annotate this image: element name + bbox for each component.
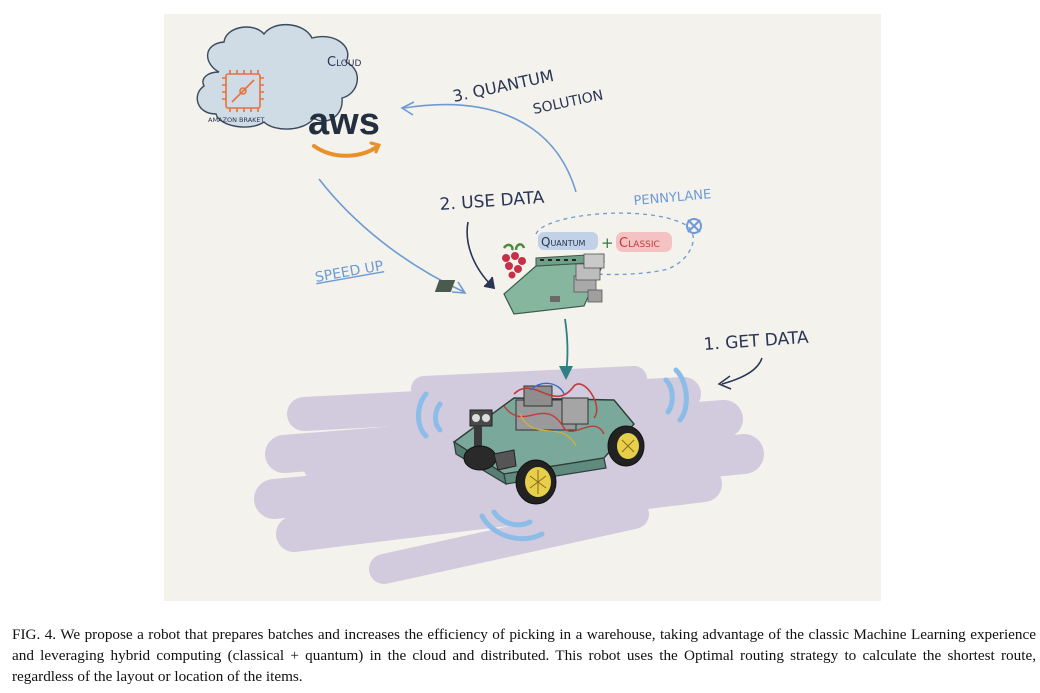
get-data-arrowhead-icon <box>717 375 732 390</box>
quantum-solution-label-2: SOLUTION <box>532 87 605 118</box>
quantum-highlight <box>538 232 598 250</box>
plus-label: + <box>601 234 614 252</box>
raspberry-pi-board <box>434 253 605 315</box>
use-data-arrowhead-icon <box>483 276 496 290</box>
speed-up-arrowhead-icon <box>451 281 467 294</box>
amazon-braket-label: AMAZON BRAKET <box>208 116 265 124</box>
caption-text: We propose a robot that prepares batches… <box>12 626 1036 685</box>
quantum-solution-arrowhead-icon <box>400 101 415 116</box>
robot-car <box>452 382 645 505</box>
figure-caption: FIG. 4. We propose a robot that prepares… <box>12 624 1036 687</box>
signal-waves <box>416 367 689 542</box>
classic-highlight <box>616 232 672 252</box>
aws-smile-arrow-icon <box>369 141 382 154</box>
caption-label: FIG. 4. <box>12 626 57 643</box>
aws-logo-text: aws <box>308 101 380 143</box>
speed-up-label: SPEED UP <box>314 258 385 286</box>
raspberry-pi-icon <box>502 243 526 279</box>
classic-label: Classic <box>619 236 660 251</box>
aws-smile-icon <box>312 144 380 158</box>
pennylane-logo-icon <box>686 218 702 234</box>
figure-illustration: AMAZON BRAKET Cloud aws 3. QUANTUM SOLUT… <box>164 14 881 601</box>
cloud-shape <box>196 23 358 130</box>
pennylane-label: PENNYLANE <box>633 187 712 209</box>
get-data-label: 1. GET DATA <box>703 328 810 355</box>
cloud-label: Cloud <box>327 55 361 70</box>
board-to-robot-arrow <box>564 318 569 375</box>
figure-drawing: AMAZON BRAKET Cloud aws 3. QUANTUM SOLUT… <box>196 23 810 584</box>
board-to-robot-arrowhead-icon <box>559 366 573 380</box>
quantum-label: Quantum <box>541 235 586 249</box>
quantum-solution-arrow <box>403 103 577 193</box>
get-data-arrow <box>721 357 763 385</box>
pennylane-dashed-bubble <box>535 212 694 276</box>
use-data-arrow <box>466 221 493 287</box>
braket-chip-icon <box>222 70 264 112</box>
use-data-label: 2. USE DATA <box>439 188 545 215</box>
